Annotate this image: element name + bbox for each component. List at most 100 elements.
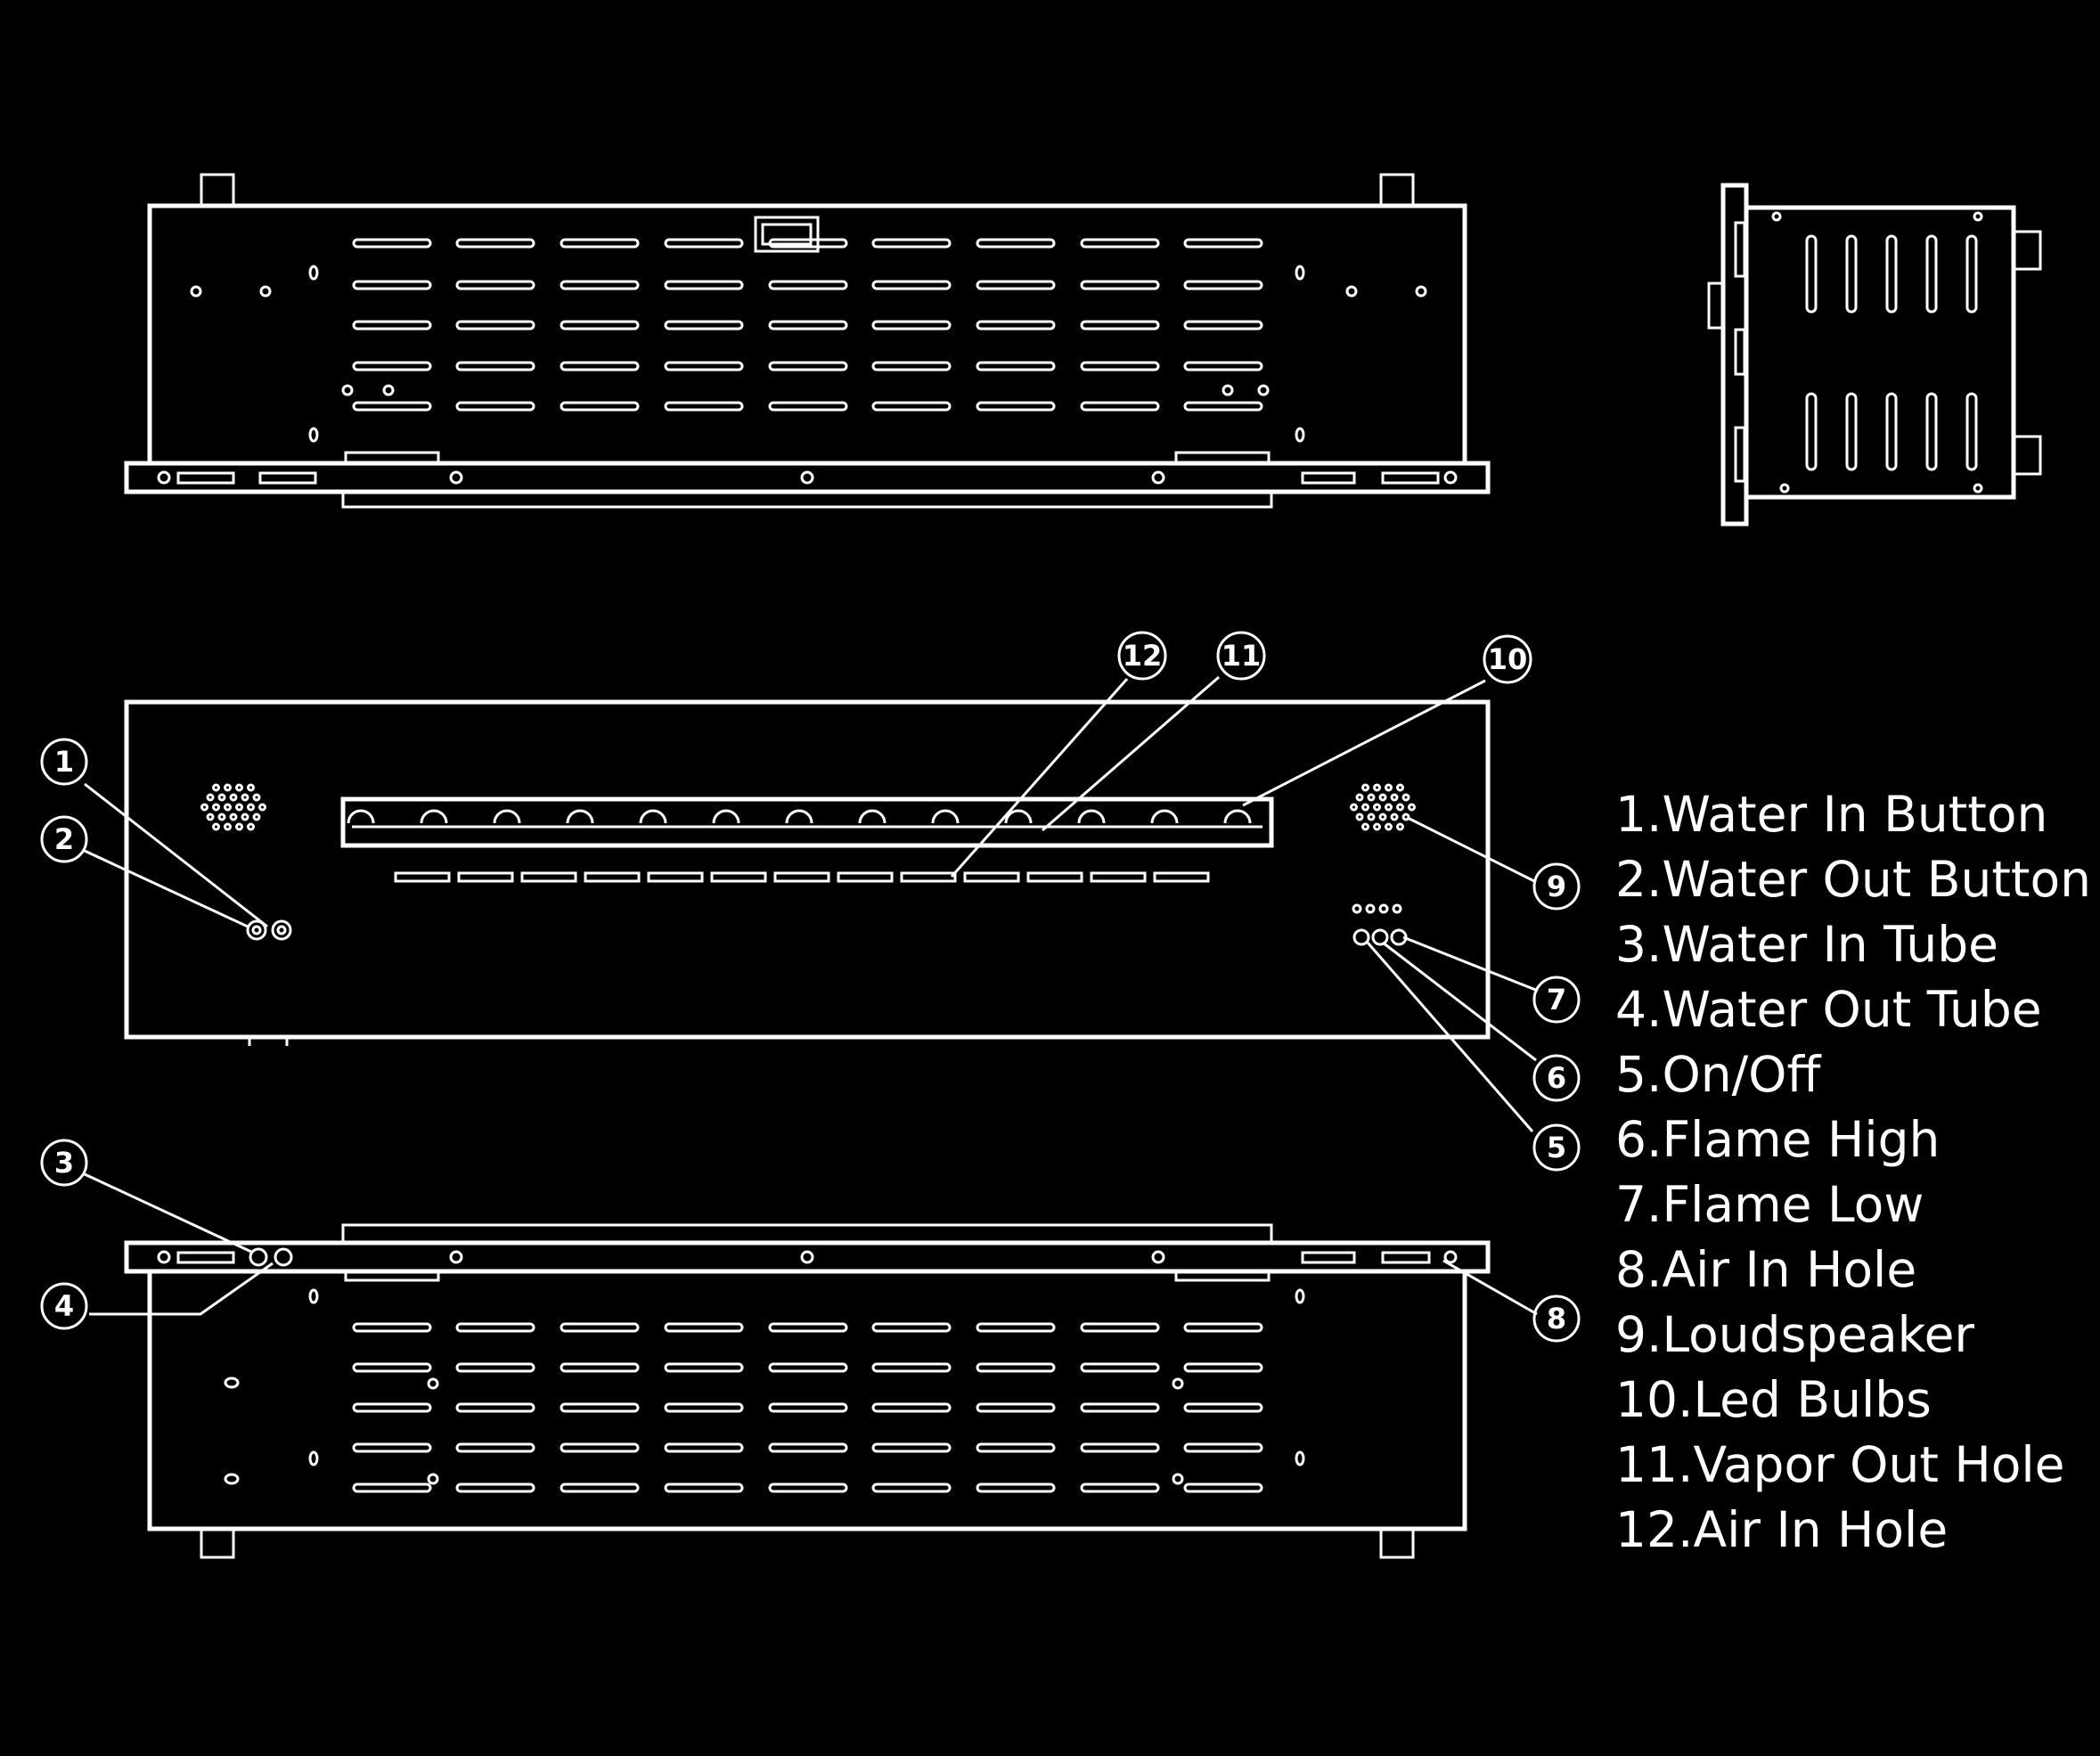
leader-lines — [84, 675, 1539, 1316]
speaker-hole — [1408, 803, 1416, 812]
vent-slot — [352, 1362, 432, 1373]
vent-slot — [664, 1362, 744, 1373]
vent-slot — [768, 1322, 848, 1333]
vent-slot — [871, 320, 952, 331]
leader-10 — [1242, 679, 1486, 807]
screw-hole — [382, 384, 395, 396]
callout-1: 1 — [40, 738, 88, 786]
vent-slot — [976, 401, 1056, 412]
on-off-button-icon — [1352, 928, 1370, 946]
vent-slot — [1805, 234, 1818, 314]
leader-8 — [1442, 1259, 1538, 1316]
screw-hole — [308, 1450, 319, 1466]
water-in-tube-icon — [249, 1247, 268, 1267]
vent-slot — [1080, 320, 1160, 331]
svg-text:9: 9 — [1547, 870, 1566, 903]
vent-slot — [1080, 1322, 1160, 1333]
vent-slot — [1183, 1442, 1263, 1453]
vent-slot — [560, 401, 640, 412]
side-view-vent-slots — [1805, 234, 1978, 471]
vent-slot — [871, 1362, 952, 1373]
vent-slot — [1845, 234, 1858, 314]
speaker-hole — [1373, 803, 1381, 812]
leader-7 — [1402, 935, 1539, 992]
vent-slot — [976, 1482, 1056, 1493]
vent-slot — [768, 1442, 848, 1453]
bottom-view-foot-left — [200, 1527, 235, 1559]
leader-3 — [84, 1172, 252, 1254]
vent-slot — [768, 401, 848, 412]
led-bulb-icon — [1223, 809, 1252, 824]
svg-text:12: 12 — [1123, 639, 1163, 673]
speaker-hole — [1361, 822, 1369, 831]
vapor-slot — [1153, 871, 1210, 883]
screw-hole — [1415, 285, 1427, 298]
side-view-tab — [1707, 282, 1725, 330]
vent-slot — [560, 1362, 640, 1373]
speaker-hole — [1373, 822, 1381, 831]
water-out-button-icon — [271, 919, 292, 941]
vent-slot — [352, 1402, 432, 1413]
svg-text:6: 6 — [1547, 1061, 1566, 1095]
speaker-hole — [1373, 783, 1381, 792]
screw-hole — [224, 1376, 240, 1389]
bottom-view-body — [147, 1269, 1467, 1531]
legend-item: 2.Water Out Button — [1615, 851, 2091, 908]
vent-slot — [664, 238, 744, 249]
svg-text:4: 4 — [54, 1289, 74, 1323]
vent-slot — [871, 401, 952, 412]
speaker-hole — [1390, 813, 1399, 821]
led-bulb-icon — [858, 809, 887, 824]
speaker-hole — [247, 783, 255, 792]
vapor-slot — [394, 871, 451, 883]
leader-9 — [1407, 816, 1537, 884]
vapor-slot — [457, 871, 514, 883]
vent-slot — [1965, 392, 1978, 471]
top-view-flange-details — [157, 470, 1458, 485]
vent-slot — [976, 1322, 1056, 1333]
vent-slot — [664, 320, 744, 331]
callout-8: 8 — [1532, 1295, 1581, 1343]
vent-slot — [455, 401, 535, 412]
screw-hole — [341, 384, 354, 396]
vent-slot — [455, 361, 535, 372]
vapor-slot — [837, 871, 894, 883]
led-bulb-window — [340, 796, 1274, 848]
vent-slot — [1965, 234, 1978, 314]
vent-slot — [871, 1442, 952, 1453]
speaker-hole — [235, 803, 243, 812]
callout-9: 9 — [1532, 862, 1581, 911]
vent-slot — [976, 238, 1056, 249]
speaker-hole — [1350, 803, 1358, 812]
leader-2 — [84, 849, 249, 928]
vent-slot — [664, 401, 744, 412]
top-view-front-flange — [124, 461, 1491, 494]
vent-slot — [455, 1322, 535, 1333]
speaker-hole — [1385, 783, 1393, 792]
vent-slot — [1080, 280, 1160, 290]
speaker-hole — [200, 803, 208, 812]
vent-slot — [768, 361, 848, 372]
speaker-hole — [212, 822, 220, 831]
callout-11: 11 — [1216, 631, 1266, 681]
bottom-view-rear-plate — [341, 1223, 1273, 1245]
vent-slot — [352, 238, 432, 249]
screw-hole — [308, 265, 319, 281]
svg-text:5: 5 — [1547, 1131, 1566, 1164]
led-bulb-icon — [712, 809, 740, 824]
bottom-view-flange-details — [157, 1247, 1458, 1267]
speaker-hole — [1367, 813, 1376, 821]
vent-slot — [560, 280, 640, 290]
led-bulb-icon — [785, 809, 813, 824]
led-bulb-icon — [566, 809, 594, 824]
speaker-hole — [247, 803, 255, 812]
legend-item: 10.Led Bulbs — [1615, 1371, 1932, 1428]
vent-slot — [664, 1402, 744, 1413]
callout-2: 2 — [40, 815, 88, 863]
led-bulb-icon — [1150, 809, 1179, 824]
vent-slot — [768, 320, 848, 331]
svg-text:3: 3 — [54, 1146, 74, 1180]
speaker-hole — [1378, 813, 1387, 821]
vent-slot — [768, 1402, 848, 1413]
vent-slot — [455, 280, 535, 290]
